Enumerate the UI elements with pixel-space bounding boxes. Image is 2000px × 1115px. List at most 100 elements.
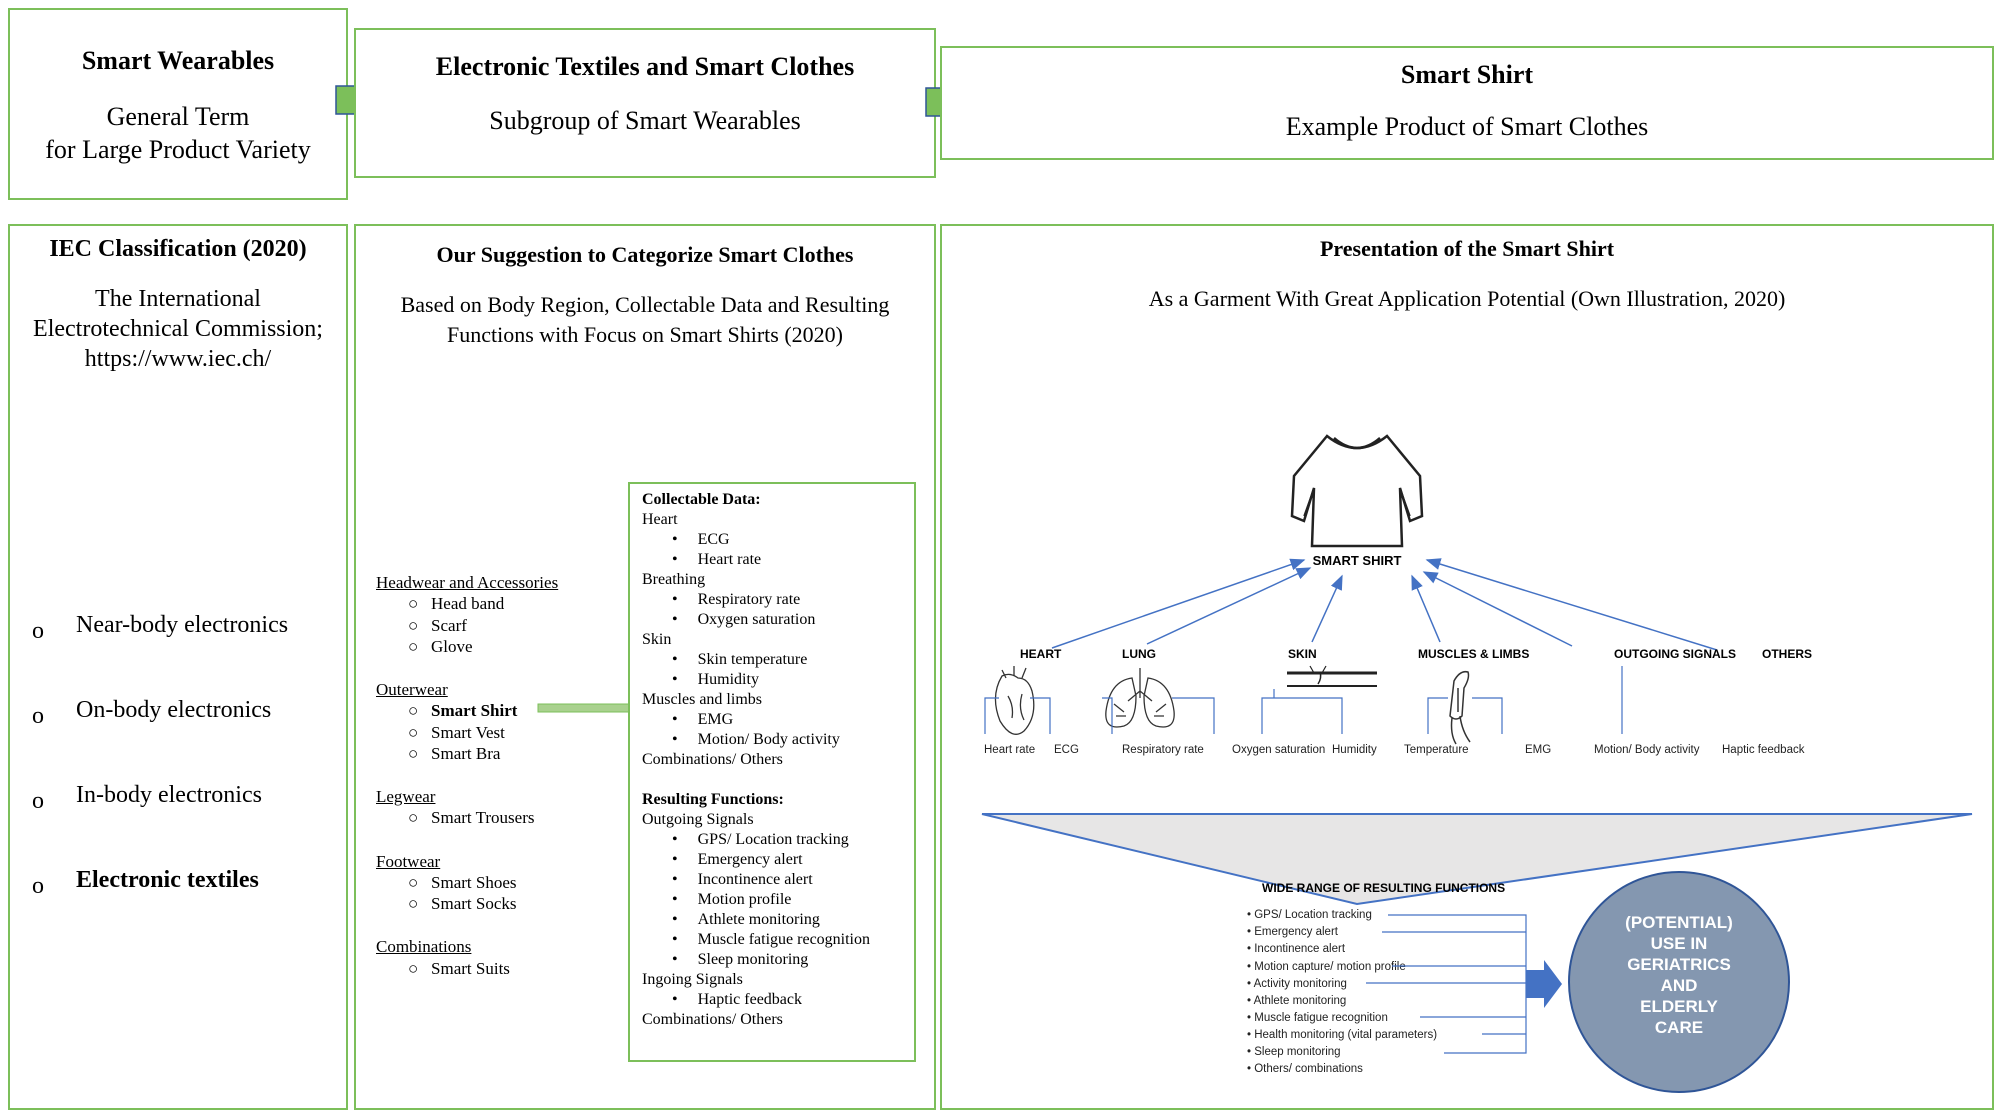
list-item: • Health monitoring (vital parameters) — [1247, 1029, 1437, 1041]
data-group: Breathing — [642, 571, 706, 588]
list-item: ○ Smart Suits — [408, 958, 510, 978]
category-label-skin: SKIN — [1288, 647, 1317, 661]
geriatrics-circle — [1568, 871, 1790, 1093]
category-label-lung: LUNG — [1122, 647, 1156, 661]
list-item: • ECG — [672, 531, 730, 548]
category-list: Headwear and Accessories ○ Head band ○ S… — [376, 572, 576, 979]
list-item: • Incontinence alert — [1247, 943, 1346, 955]
smart-wearables-title: Smart Wearables — [81, 46, 275, 75]
iec-panel: IEC Classification (2020) The Internatio… — [8, 224, 348, 1110]
arrow-right-icon — [1526, 960, 1562, 1008]
data-group: Ingoing Signals — [642, 971, 743, 988]
category-heading: Combinations — [376, 937, 472, 957]
list-item: • Activity monitoring — [1247, 978, 1347, 990]
circle-text: (POTENTIAL) — [1625, 913, 1733, 932]
circle-text: USE IN — [1651, 934, 1708, 953]
suggestion-line1: Based on Body Region, Collectable Data a… — [400, 292, 890, 317]
list-item-highlight: ○ Smart Shirt — [408, 701, 518, 721]
presentation-panel: Presentation of the Smart Shirt As a Gar… — [940, 224, 1994, 1110]
circle-text: CARE — [1655, 1018, 1703, 1037]
list-item: ○ Smart Bra — [408, 743, 501, 763]
circle-text: GERIATRICS — [1627, 955, 1731, 974]
electronic-textiles-title: Electronic Textiles and Smart Clothes — [435, 52, 855, 81]
suggestion-line2: Functions with Focus on Smart Shirts (20… — [446, 322, 843, 347]
iec-item: Near-body electronics — [76, 612, 289, 638]
bullet-icon: o — [32, 788, 44, 814]
lungs-icon — [1105, 668, 1175, 728]
smart-shirt-title: Smart Shirt — [1400, 60, 1534, 89]
smart-wearables-box: Smart Wearables General Term for Large P… — [8, 8, 348, 200]
data-group: Muscles and limbs — [642, 691, 762, 708]
collectable-title: Collectable Data: — [642, 491, 761, 508]
category-label-outgoing: OUTGOING SIGNALS — [1614, 647, 1736, 661]
list-item: • Emergency alert — [672, 851, 803, 868]
list-item: • Humidity — [672, 671, 759, 688]
list-item: ○ Smart Socks — [408, 894, 517, 913]
category-heading: Legwear — [376, 787, 436, 806]
funnel-triangle — [981, 813, 1973, 906]
sub-label: Respiratory rate — [1122, 744, 1204, 756]
list-item: • GPS/ Location tracking — [1247, 909, 1372, 921]
iec-item: In-body electronics — [76, 782, 262, 808]
connector-line — [1102, 697, 1113, 734]
suggestion-title: Our Suggestion to Categorize Smart Cloth… — [436, 242, 854, 267]
sub-label: Motion/ Body activity — [1594, 744, 1700, 756]
list-item: • Motion/ Body activity — [672, 731, 840, 748]
connector-arrow — [1411, 574, 1441, 643]
skin-icon — [1287, 665, 1377, 687]
list-item: • Emergency alert — [1247, 926, 1339, 938]
connector-line — [1472, 697, 1503, 734]
presentation-subtitle: As a Garment With Great Application Pote… — [1148, 286, 1786, 311]
list-item: ○ Smart Shoes — [408, 872, 517, 892]
category-label-muscles: MUSCLES & LIMBS — [1418, 647, 1529, 661]
circle-text: AND — [1661, 976, 1698, 995]
bullet-icon: o — [32, 703, 44, 729]
data-group: Outgoing Signals — [642, 811, 754, 828]
list-item: ○ Glove — [408, 636, 473, 656]
list-item: ○ Head band — [408, 594, 505, 614]
connector-line — [1172, 697, 1215, 734]
sub-label: Heart rate — [984, 744, 1035, 756]
list-item: ○ Smart Trousers — [408, 808, 535, 828]
sub-label: ECG — [1054, 744, 1079, 756]
list-item: • Motion profile — [672, 891, 792, 908]
smart-shirt-subtitle: Example Product of Smart Clothes — [1285, 112, 1649, 141]
sub-label: Haptic feedback — [1722, 744, 1805, 756]
category-label-others: OTHERS — [1762, 647, 1812, 661]
list-item: • Skin temperature — [672, 651, 808, 668]
iec-item-highlight: Electronic textiles — [76, 867, 259, 893]
connector-line — [984, 697, 999, 734]
smart-wearables-line2: for Large Product Variety — [45, 135, 311, 164]
list-item: • Athlete monitoring — [1247, 995, 1346, 1007]
list-item: • Haptic feedback — [672, 991, 802, 1008]
electronic-textiles-subtitle: Subgroup of Smart Wearables — [489, 106, 801, 135]
iec-item: On-body electronics — [76, 697, 272, 723]
connector-arrow — [1051, 558, 1306, 649]
presentation-title: Presentation of the Smart Shirt — [1319, 236, 1615, 261]
list-item: • Muscle fatigue recognition — [672, 931, 870, 948]
iec-line1: The International — [95, 286, 261, 312]
bullet-icon: o — [32, 873, 44, 899]
list-item: ○ Smart Vest — [408, 722, 505, 742]
iec-title: IEC Classification (2020) — [49, 236, 307, 262]
list-item: • Oxygen saturation — [672, 611, 816, 628]
smart-shirt-diagram: SMART SHIRT HEART LUNG SKIN MUSCLES & LI… — [981, 434, 1973, 1093]
iec-link[interactable]: https://www.iec.ch/ — [84, 346, 272, 372]
list-item: • Sleep monitoring — [1247, 1046, 1341, 1058]
list-item: • Sleep monitoring — [672, 951, 809, 968]
functions-title: Resulting Functions: — [642, 791, 784, 808]
connector-arrow — [1422, 571, 1573, 647]
list-item: • Motion capture/ motion profile — [1247, 961, 1406, 973]
list-item: • Incontinence alert — [672, 871, 813, 888]
heart-icon — [994, 666, 1035, 735]
category-heading: Footwear — [376, 851, 441, 871]
suggestion-panel: Our Suggestion to Categorize Smart Cloth… — [354, 224, 936, 1110]
connector-arrow — [1425, 558, 1718, 651]
arm-icon — [1449, 670, 1471, 745]
data-group: Skin — [642, 631, 672, 648]
smart-wearables-line1: General Term — [106, 102, 250, 131]
collectable-data-box: Collectable Data: Heart • ECG • Heart ra… — [628, 482, 916, 1062]
connector-arrow — [1311, 574, 1343, 643]
connector-line — [1030, 697, 1051, 734]
circle-text: ELDERLY — [1640, 997, 1718, 1016]
